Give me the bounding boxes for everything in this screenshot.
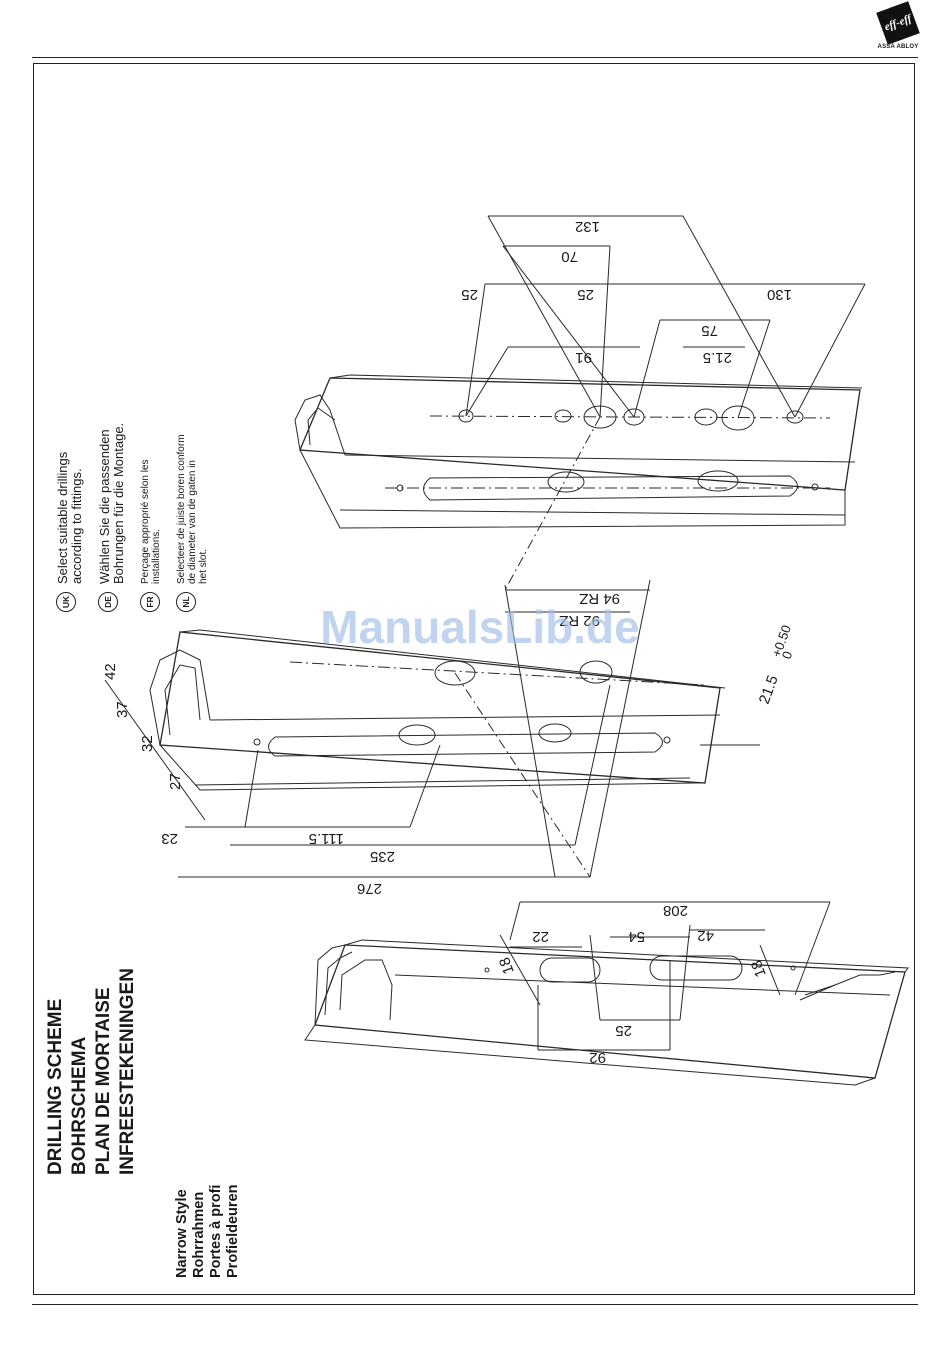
dim-label-92rz: 92 RZ: [559, 612, 600, 629]
dim-label-23: 23: [161, 830, 178, 847]
middle-slot: [268, 732, 663, 757]
dim-label-75: 75: [701, 322, 718, 339]
watermark: ManualsLib.de: [320, 601, 640, 653]
dim-label-25: 25: [615, 1022, 632, 1039]
dim-label-92: 92: [589, 1049, 606, 1066]
dim-label-25b: 25: [577, 286, 594, 303]
left-slot-2: [649, 955, 743, 981]
dim-label-276: 276: [357, 880, 382, 897]
middle-profile: [104, 579, 760, 878]
dim-label-132: 132: [575, 218, 600, 235]
dim-label-21-5: 21.5: [703, 349, 732, 366]
dim-label-18b: 18: [748, 958, 770, 979]
top-rule: [32, 57, 918, 58]
dim-label-208: 208: [663, 902, 688, 919]
left-hole-2: [790, 965, 796, 971]
dim-label-42-mid: 42: [102, 663, 119, 680]
dim-label-22: 22: [532, 928, 549, 945]
drawing-frame: [33, 63, 915, 1295]
right-slot: [423, 475, 798, 501]
dim-label-25a: 25: [461, 286, 478, 303]
dim-label-91: 91: [575, 349, 592, 366]
dim-label-18a: 18: [496, 955, 518, 976]
dim-label-21-5-mid: 21.5: [756, 673, 782, 706]
dim-label-tol-zero: 0: [779, 649, 796, 661]
dim-label-111-5: 111.5: [309, 830, 344, 847]
dim-label-54: 54: [628, 928, 645, 945]
left-profile: [304, 901, 909, 1086]
dim-label-94rz: 94 RZ: [579, 590, 620, 607]
brand-logo: eff-eff ASSA ABLOY: [876, 1, 920, 54]
middle-cylinder-hole: [434, 660, 476, 686]
left-slot-1: [539, 957, 601, 983]
dim-label-32: 32: [139, 735, 156, 752]
middle-keyhole: [579, 660, 613, 684]
dim-label-235: 235: [370, 848, 395, 865]
dim-label-27: 27: [167, 773, 184, 790]
right-profile: [294, 215, 866, 591]
dim-label-130: 130: [767, 286, 792, 303]
dim-label-37: 37: [114, 701, 131, 718]
dim-label-42: 42: [697, 927, 714, 944]
company-name: ASSA ABLOY: [877, 44, 919, 50]
middle-slot-bore: [398, 724, 436, 746]
bottom-rule: [32, 1304, 918, 1305]
left-hole-1: [484, 967, 490, 973]
dim-label-70: 70: [561, 248, 578, 265]
